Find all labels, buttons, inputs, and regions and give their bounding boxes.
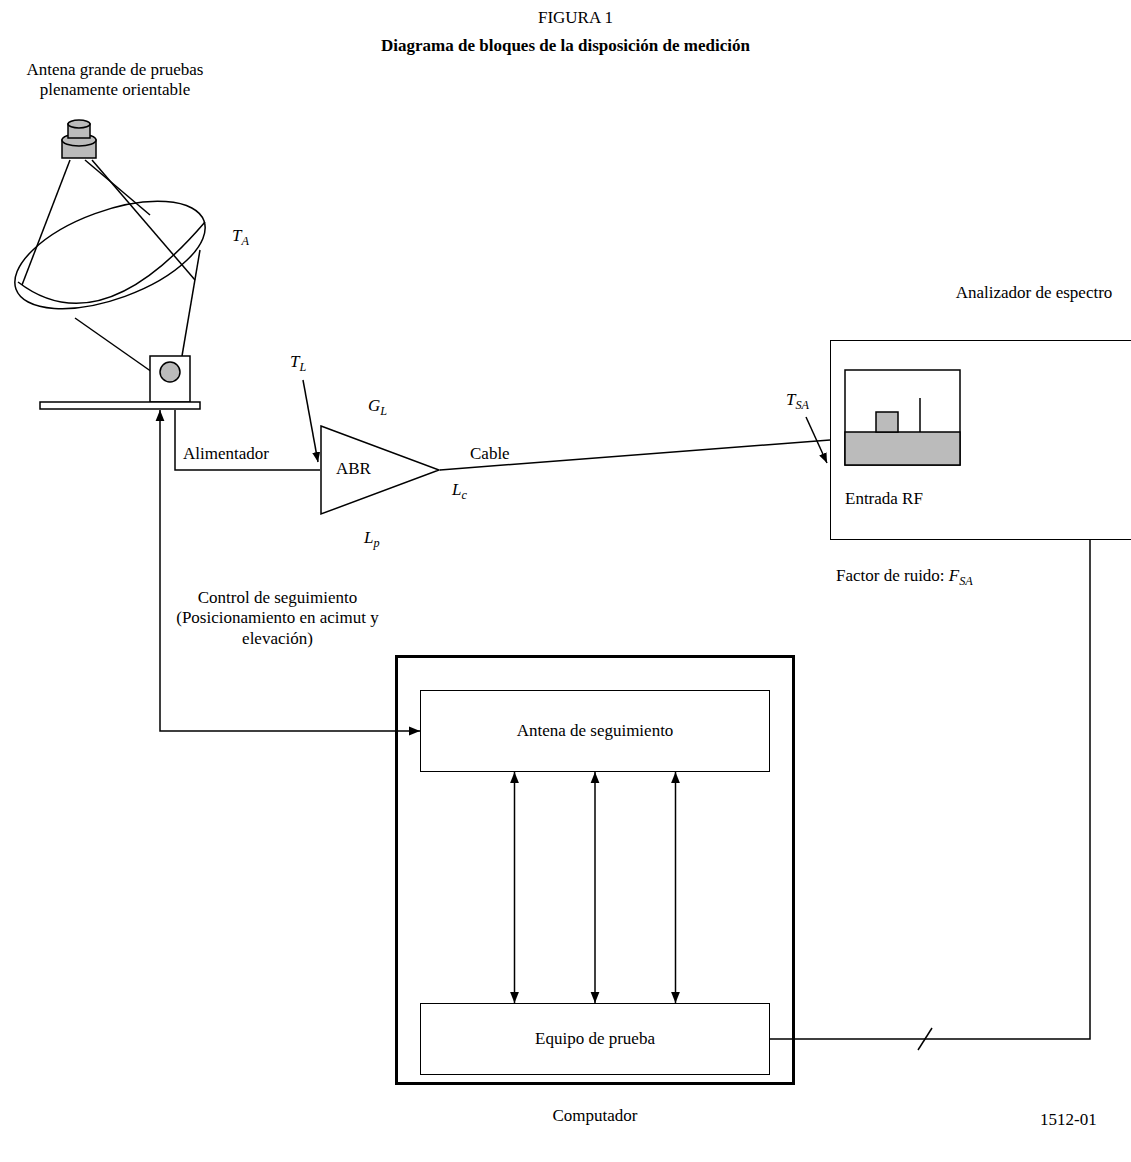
amplifier-label: ABR bbox=[336, 459, 371, 479]
symbol-label: TSA bbox=[786, 390, 809, 413]
amplifier-triangle: ABR bbox=[320, 425, 440, 515]
antenna-caption: Antena grande de pruebas plenamente orie… bbox=[0, 60, 230, 101]
connector bbox=[514, 772, 516, 1003]
figure-title: Diagrama de bloques de la disposición de… bbox=[0, 36, 1131, 56]
analyser-screen bbox=[845, 370, 960, 465]
symbol-label: Lc bbox=[452, 480, 467, 503]
connector bbox=[594, 772, 596, 1003]
connector-label: Cable bbox=[470, 444, 510, 464]
box-label: Antena de seguimiento bbox=[517, 721, 674, 741]
analyser-heading: Analizador de espectro bbox=[936, 283, 1131, 303]
analyser-box: Analizador de espectroEntrada RF bbox=[830, 340, 1131, 540]
symbol-letter: T bbox=[786, 390, 795, 409]
symbol-letter: T bbox=[290, 352, 299, 371]
symbol-letter: G bbox=[368, 396, 380, 415]
pivot bbox=[160, 362, 180, 382]
signal-block bbox=[876, 412, 898, 432]
symbol-letter: L bbox=[452, 480, 461, 499]
symbol-subscript: SA bbox=[795, 398, 809, 412]
computer-box: ComputadorAntena de seguimientoEquipo de… bbox=[395, 655, 795, 1085]
symbol-letter: L bbox=[364, 528, 373, 547]
symbol-subscript: c bbox=[461, 488, 466, 502]
symbol-subscript: SA bbox=[959, 574, 973, 588]
symbol-label: Lp bbox=[364, 528, 380, 551]
figure-number: FIGURA 1 bbox=[10, 8, 1131, 28]
connector bbox=[675, 772, 677, 1003]
connector bbox=[175, 410, 320, 470]
process-box: Equipo de prueba bbox=[420, 1003, 770, 1075]
port-label: Entrada RF bbox=[845, 489, 923, 509]
symbol-label: TL bbox=[290, 352, 306, 375]
computer-heading: Computador bbox=[398, 1106, 792, 1126]
connector-label: Alimentador bbox=[183, 444, 269, 464]
pointer-line bbox=[303, 380, 318, 462]
triangle-shape bbox=[321, 426, 439, 514]
symbol-letter: F bbox=[949, 566, 959, 585]
symbol-subscript: L bbox=[299, 360, 306, 374]
strut bbox=[22, 160, 70, 285]
signal-line bbox=[919, 398, 921, 432]
symbol-label: TA bbox=[232, 226, 249, 249]
base-plate bbox=[40, 402, 200, 409]
noise-floor bbox=[845, 432, 960, 465]
strut bbox=[92, 160, 195, 280]
connector bbox=[440, 440, 830, 470]
symbol-label: GL bbox=[368, 396, 387, 419]
symbol-letter: T bbox=[232, 226, 241, 245]
symbol-subscript: L bbox=[380, 404, 387, 418]
symbol-subscript: A bbox=[241, 234, 248, 248]
box-label: Equipo de prueba bbox=[535, 1029, 655, 1049]
dish-back bbox=[18, 222, 205, 303]
strut bbox=[85, 160, 150, 215]
antenna-node: Antena grande de pruebas plenamente orie… bbox=[0, 60, 230, 410]
figure-code: 1512-01 bbox=[1040, 1110, 1097, 1130]
mount-arm bbox=[75, 318, 152, 372]
feed-horn-cap-top bbox=[68, 120, 90, 128]
symbol-subscript: p bbox=[373, 536, 379, 550]
connector-label: Control de seguimiento (Posicionamiento … bbox=[170, 588, 385, 649]
note-label: Factor de ruido: FSA bbox=[836, 566, 973, 589]
connector bbox=[770, 540, 1090, 1039]
mount-arm bbox=[182, 250, 200, 356]
pedestal bbox=[150, 356, 190, 402]
process-box: Antena de seguimiento bbox=[420, 690, 770, 772]
